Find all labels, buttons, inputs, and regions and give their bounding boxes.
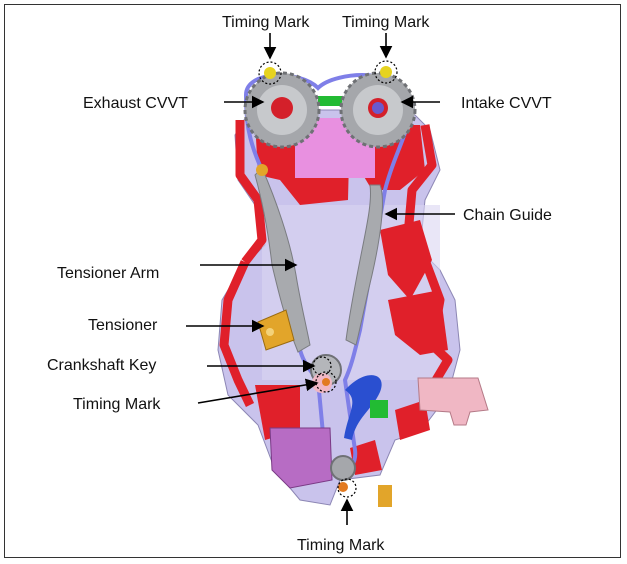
- yellow-bolt: [256, 164, 268, 176]
- tensioner-arm: [254, 167, 311, 353]
- label-crankshaft-key: Crankshaft Key: [47, 357, 157, 374]
- arrow-timing-mark-crank: [197, 378, 319, 404]
- label-timing-mark-bottom: Timing Mark: [297, 537, 385, 554]
- oil-pump-chain-guide: [344, 375, 382, 440]
- oil-filter-part: [378, 485, 392, 507]
- label-chain-guide: Chain Guide: [463, 207, 552, 224]
- callout-arrows: [186, 33, 455, 525]
- oil-pump: [269, 427, 356, 492]
- label-intake-cvvt: Intake CVVT: [461, 95, 552, 112]
- tensioner: [257, 309, 295, 351]
- exhaust-cvvt-gear: [243, 71, 321, 149]
- label-timing-mark-crank: Timing Mark: [73, 396, 161, 413]
- green-component: [370, 400, 388, 418]
- intake-cvvt-gear: [339, 71, 417, 149]
- water-pump: [417, 377, 489, 426]
- label-tensioner: Tensioner: [88, 317, 158, 334]
- label-exhaust-cvvt: Exhaust CVVT: [83, 95, 188, 112]
- chain-guide: [345, 184, 383, 346]
- green-cap: [318, 96, 342, 106]
- label-timing-mark-exhaust: Timing Mark: [222, 14, 310, 31]
- label-tensioner-arm: Tensioner Arm: [57, 265, 160, 282]
- label-timing-mark-intake: Timing Mark: [342, 14, 430, 31]
